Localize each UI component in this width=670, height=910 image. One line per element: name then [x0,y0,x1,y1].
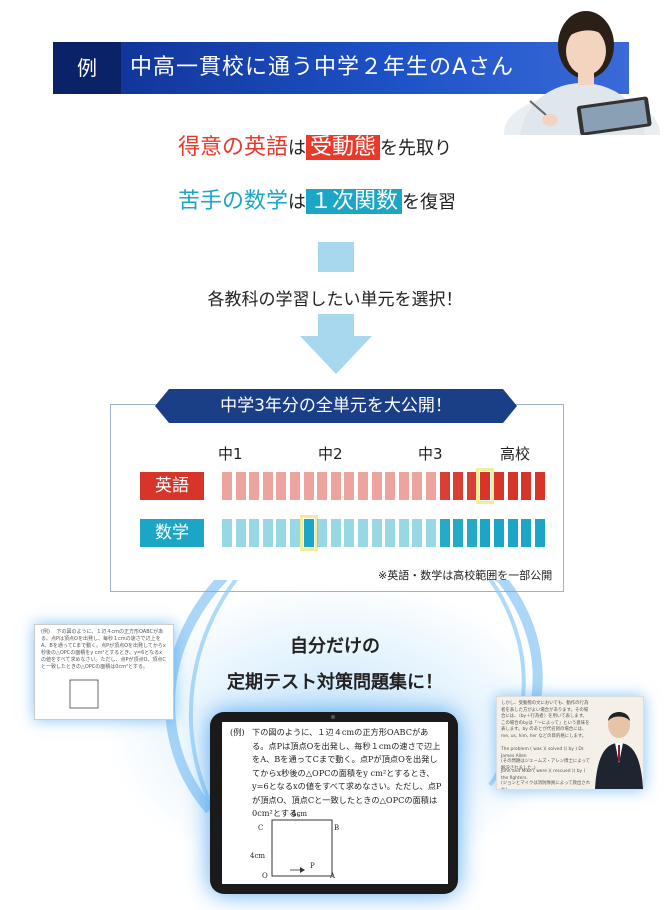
english-unit-segment[interactable] [262,472,273,500]
math-unit-segment[interactable] [426,519,436,547]
student-illustration [504,11,660,135]
math-prefix: 苦手の数学 [178,189,289,214]
english-suffix: を先取り [380,138,453,159]
english-unit-segment[interactable] [534,472,545,500]
english-unit-segment[interactable] [494,472,504,500]
math-unit-segment[interactable] [534,519,545,547]
video-example-1-jp: (その問題はジェームズ・アレン博士によって解決されました。) [501,759,591,771]
select-instruction: 各教科の学習したい単元を選択！ [207,290,463,310]
video-example-1: The problem ( was )( solved )( by ) Dr. … [501,747,585,759]
arrow-stem [318,242,354,272]
fig-point-p: P [310,862,315,870]
square-figure [271,819,333,877]
english-unit-segment[interactable] [330,472,341,500]
math-unit-segment[interactable] [317,519,328,547]
question-text: 下の図のように、１辺４cmの正方形OABCがある。点Pは頂点Oを出発し、毎秒１c… [252,727,442,818]
panel-title-bg [155,389,517,423]
math-unit-segment[interactable] [466,519,477,547]
english-unit-segment[interactable] [439,472,450,500]
math-unit-segment[interactable] [480,519,491,547]
example-label: (例) [230,727,245,737]
math-unit-segment[interactable] [290,519,300,547]
math-unit-segment[interactable] [358,519,368,547]
math-particle: は [288,192,307,213]
grade-label-high: 高校 [500,445,531,463]
math-suffix: を復習 [402,192,457,213]
video-example-2: John and Mike ( were )( rescued )( by ) … [501,769,586,781]
english-prefix: 得意の英語 [178,135,289,160]
english-unit-segment[interactable] [222,472,232,500]
english-unit-segment[interactable] [412,472,423,500]
english-unit-segment[interactable] [521,472,532,500]
banner-title: 中高一貫校に通う中学２年生のAさん [130,55,515,80]
teacher-image [595,712,643,789]
english-unit-segment[interactable] [507,472,518,500]
english-unit-segment[interactable] [466,472,477,500]
english-line: 得意の英語は受動態を先取り [178,130,452,166]
math-unit-segment[interactable] [262,519,273,547]
subtitle-line-1: 自分だけの [290,636,380,657]
lesson-video-thumbnail[interactable]: しかし、受動態の文においても、動作の行為者を表した方がよい場合があります。その場… [496,696,644,790]
fig-top-label: 4cm [292,810,308,818]
math-unit-segment[interactable] [439,519,450,547]
english-unit-segment[interactable] [385,472,396,500]
grade-label-3: 中3 [418,445,443,463]
english-unit-segment[interactable] [344,472,355,500]
math-unit-segment[interactable] [222,519,232,547]
square-figure-small [69,679,99,709]
camera-icon [331,715,335,719]
math-unit-segment[interactable] [344,519,355,547]
english-unit-segment[interactable] [249,472,260,500]
english-unit-segment[interactable] [303,472,314,500]
math-row-label: 数学 [140,519,204,547]
math-unit-segment[interactable] [371,519,382,547]
fig-vertex-a: A [330,872,336,880]
panel-note: ※英語・数学は高校範囲を一部公開 [378,569,553,582]
math-unit-segment[interactable] [494,519,504,547]
math-unit-segment[interactable] [507,519,518,547]
english-unit-segment[interactable] [276,472,287,500]
grade-label-1: 中1 [218,445,243,463]
question-sheet-thumbnail: (例) 下の図のように、１辺４cmの正方形OABCがある。点Pは頂点Oを出発し、… [34,624,174,720]
fig-vertex-c: C [258,824,264,832]
subtitle-line-2: 定期テスト対策問題集に！ [227,672,443,693]
math-unit-segment[interactable] [249,519,260,547]
math-unit-segment[interactable] [299,515,318,551]
english-unit-segment[interactable] [476,468,495,504]
english-row-label: 英語 [140,472,204,500]
english-particle: は [288,138,307,159]
header-banner [53,42,629,94]
math-unit-segment[interactable] [330,519,341,547]
down-arrow-icon [300,314,372,374]
panel-title: 中学3年分の全単元を大公開！ [220,396,452,416]
english-unit-segment[interactable] [358,472,368,500]
fig-vertex-o: O [262,872,268,880]
video-example-2-jp: (ジョンとマイクは消防隊員によって救出された) [501,781,591,790]
fig-side-label: 4cm [250,852,266,860]
english-unit-segment[interactable] [453,472,464,500]
math-unit-segment[interactable] [398,519,409,547]
english-unit-segment[interactable] [235,472,246,500]
grade-label-2: 中2 [318,445,343,463]
english-unit-segment[interactable] [398,472,409,500]
question-sheet-text: (例) 下の図のように、１辺４cmの正方形OABCがある。点Pは頂点Oを出発し、… [41,629,166,670]
english-unit-segment[interactable] [290,472,300,500]
math-unit-segment[interactable] [412,519,423,547]
english-highlight: 受動態 [306,135,381,160]
math-unit-segment[interactable] [385,519,396,547]
math-unit-segment[interactable] [453,519,464,547]
math-unit-segment[interactable] [276,519,287,547]
tablet-screen: (例) 下の図のように、１辺４cmの正方形OABCがある。点Pは頂点Oを出発し、… [222,722,448,884]
math-unit-segment[interactable] [521,519,532,547]
video-explanation: しかし、受動態の文においても、動作の行為者を表した方がよい場合があります。その場… [501,701,590,739]
math-highlight: １次関数 [306,189,403,214]
english-unit-segment[interactable] [426,472,436,500]
fig-vertex-b: B [334,824,340,832]
english-unit-segment[interactable] [317,472,328,500]
math-unit-segment[interactable] [235,519,246,547]
example-tag: 例 [53,42,121,94]
english-unit-segment[interactable] [371,472,382,500]
